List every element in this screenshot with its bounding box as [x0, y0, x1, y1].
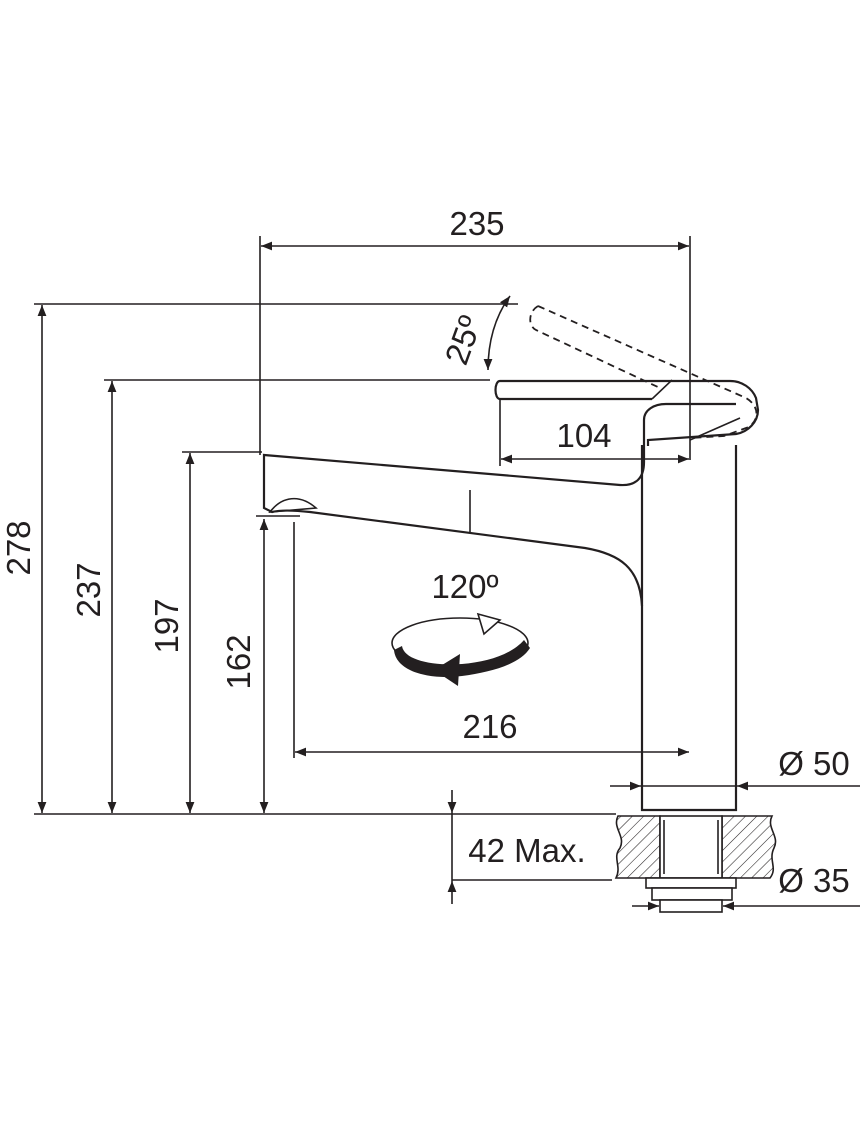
label-lever-height: 237	[70, 562, 107, 617]
dimension-spout-reach: 216	[293, 522, 689, 758]
label-worktop-thickness: 42 Max.	[468, 832, 585, 869]
label-rotation: 120º	[431, 568, 498, 605]
dimension-overall-width: 235	[259, 205, 691, 460]
spout-nozzle	[268, 497, 318, 513]
dimension-spout-top: 197	[148, 453, 195, 813]
dimension-lever-height: 237	[70, 381, 117, 813]
worktop-right	[721, 815, 777, 879]
mounting-washer	[645, 877, 737, 889]
rotation-symbol: 120º	[391, 568, 530, 686]
label-overall-width: 235	[449, 205, 504, 242]
faucet-outline	[262, 305, 760, 812]
dimension-lever-length: 104	[499, 399, 689, 466]
mounting-thread	[659, 899, 723, 913]
lever-closed	[494, 379, 760, 446]
label-spout-top: 197	[148, 598, 185, 653]
dimension-body-diameter: Ø 50	[610, 745, 860, 791]
label-lever-length: 104	[556, 417, 611, 454]
mounting-nut	[651, 887, 733, 901]
worktop-section	[614, 815, 777, 913]
label-lever-tilt: 25º	[437, 311, 488, 369]
dimension-overall-height: 278	[0, 305, 47, 813]
label-overall-height: 278	[0, 520, 37, 575]
mounting-shank	[659, 815, 723, 879]
dimension-worktop-thickness: 42 Max.	[447, 790, 612, 904]
lever-tilted-dashed	[529, 305, 758, 439]
dimension-thread-diameter: Ø 35	[632, 862, 860, 911]
worktop-left	[614, 815, 661, 879]
label-outlet-height: 162	[220, 634, 257, 689]
label-thread-diameter: Ø 35	[778, 862, 850, 899]
faucet-body	[640, 445, 738, 812]
label-spout-reach: 216	[462, 708, 517, 745]
faucet-spout	[262, 402, 736, 607]
label-body-diameter: Ø 50	[778, 745, 850, 782]
dimension-outlet-height: 162	[220, 519, 269, 813]
dimension-lever-tilt: 25º	[34, 295, 518, 371]
